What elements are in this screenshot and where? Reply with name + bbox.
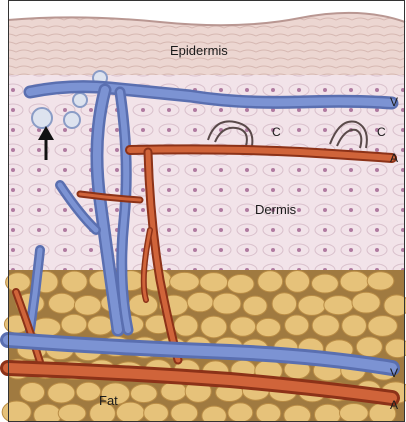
artery-lower-label: A [390, 399, 398, 411]
fat-label: Fat [99, 394, 118, 407]
vein-upper-label: V [390, 96, 398, 108]
capillary-right-label: C [377, 126, 386, 138]
vein-lower-label: V [390, 367, 398, 379]
artery-upper-label: A [390, 152, 398, 164]
dermis-label: Dermis [255, 203, 296, 216]
epidermis-label: Epidermis [170, 44, 228, 57]
capillary-left-label: C [272, 126, 281, 138]
